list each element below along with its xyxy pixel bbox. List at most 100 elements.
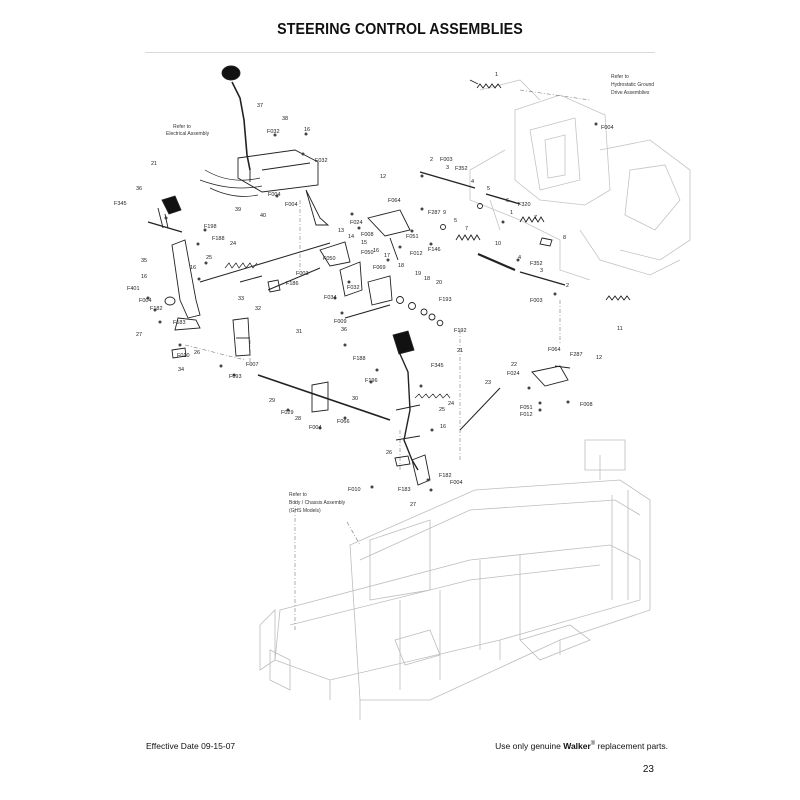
callout-F192: F192 bbox=[454, 328, 467, 334]
callout-F183b: F183 bbox=[398, 487, 411, 493]
page-title: STEERING CONTROL ASSEMBLIES bbox=[277, 21, 523, 38]
callout-F032c: F032 bbox=[347, 285, 360, 291]
callout-F032a: F032 bbox=[267, 129, 280, 135]
callout-2a: 2 bbox=[430, 157, 433, 163]
callout-F064b: F064 bbox=[548, 347, 561, 353]
page-number: 23 bbox=[642, 764, 654, 775]
callout-1: 1 bbox=[495, 72, 498, 78]
callout-F004b: F004 bbox=[285, 202, 298, 208]
callout-20: 20 bbox=[436, 280, 442, 286]
callout-F029: F029 bbox=[281, 410, 294, 416]
callout-10: 10 bbox=[495, 241, 501, 247]
callout-F287a: F287 bbox=[428, 210, 441, 216]
callout-1b: 1 bbox=[510, 210, 513, 216]
callout-15: 15 bbox=[361, 240, 367, 246]
callout-F032b: F032 bbox=[315, 158, 328, 164]
callout-21a: 21 bbox=[151, 161, 157, 167]
callout-F004-hydro: F004 bbox=[601, 125, 614, 131]
callout-3a: 3 bbox=[446, 165, 449, 171]
callout-35: 35 bbox=[141, 258, 147, 264]
callout-F012a: F012 bbox=[410, 251, 423, 257]
callout-13: 13 bbox=[338, 228, 344, 234]
callout-14: 14 bbox=[348, 234, 354, 240]
callout-25b: 25 bbox=[439, 407, 445, 413]
brand-name: Walker bbox=[563, 741, 591, 751]
chassis-frame bbox=[259, 439, 651, 720]
callout-F352a: F352 bbox=[455, 166, 468, 172]
effective-date: Effective Date 09-15-07 bbox=[146, 741, 236, 751]
callout-F024b: F024 bbox=[507, 371, 520, 377]
callout-18b: 18 bbox=[424, 276, 430, 282]
callout-16d: 16 bbox=[373, 248, 379, 254]
callout-F198: F198 bbox=[204, 224, 217, 230]
callout-19: 19 bbox=[415, 271, 421, 277]
callout-24b: 24 bbox=[448, 401, 454, 407]
callout-17: 17 bbox=[384, 253, 390, 259]
callout-28: 28 bbox=[295, 416, 301, 422]
callout-40: 40 bbox=[260, 213, 266, 219]
callout-7a: 7 bbox=[465, 226, 468, 232]
callout-F188a: F188 bbox=[212, 236, 225, 242]
callout-F069: F069 bbox=[373, 265, 386, 271]
callout-25a: 25 bbox=[206, 255, 212, 261]
callout-F004c: F004 bbox=[139, 298, 152, 304]
callout-F188b: F188 bbox=[353, 356, 366, 362]
callout-16b: 16 bbox=[190, 265, 196, 271]
callout-31: 31 bbox=[296, 329, 302, 335]
callout-F093: F093 bbox=[229, 374, 242, 380]
note-chassis-line2: Body / Chassis Assembly bbox=[289, 500, 346, 506]
hydrostatic-drive-outline bbox=[469, 79, 691, 281]
note-hydrostatic-line1: Refer to bbox=[611, 74, 629, 80]
callout-7b: 7 bbox=[534, 215, 537, 221]
note-hydrostatic-line3: Drive Assemblies bbox=[611, 90, 650, 96]
callout-36a: 36 bbox=[136, 186, 142, 192]
callout-16c: 16 bbox=[141, 274, 147, 280]
callout-F051a: F051 bbox=[406, 234, 419, 240]
callout-F352b: F352 bbox=[530, 261, 543, 267]
callout-F003a: F003 bbox=[296, 271, 309, 277]
note-chassis-line3: (GHS Models) bbox=[289, 508, 321, 514]
callout-3b: 3 bbox=[540, 268, 543, 274]
callout-24a: 24 bbox=[230, 241, 236, 247]
tagline-suffix: replacement parts. bbox=[597, 741, 668, 751]
callout-F186: F186 bbox=[286, 281, 299, 287]
callout-2b: 2 bbox=[566, 283, 569, 289]
callout-F066: F066 bbox=[337, 419, 350, 425]
callout-12b: 12 bbox=[596, 355, 602, 361]
callout-F008a: F008 bbox=[361, 232, 374, 238]
callout-F003c: F003 bbox=[530, 298, 543, 304]
reference-notes: Refer to Electrical Assembly Refer to Hy… bbox=[166, 74, 654, 514]
note-electrical-line2: Electrical Assembly bbox=[166, 131, 210, 137]
callout-34: 34 bbox=[178, 367, 184, 373]
callout-26a: 26 bbox=[194, 350, 200, 356]
note-electrical-line1: Refer to bbox=[173, 124, 191, 130]
callout-8: 8 bbox=[563, 235, 566, 241]
hardware-fasteners bbox=[146, 122, 598, 492]
callout-F050: F050 bbox=[361, 250, 374, 256]
callout-F182a: F182 bbox=[150, 306, 163, 312]
callout-F183a: F183 bbox=[173, 320, 186, 326]
note-chassis-line1: Refer to bbox=[289, 492, 307, 498]
callout-37: 37 bbox=[257, 103, 263, 109]
callout-9: 9 bbox=[443, 210, 446, 216]
callout-F004e: F004 bbox=[450, 480, 463, 486]
callout-32: 32 bbox=[255, 306, 261, 312]
callout-F034: F034 bbox=[324, 295, 337, 301]
callout-5b: 5 bbox=[454, 218, 457, 224]
callout-30: 30 bbox=[352, 396, 358, 402]
callout-21b: 21 bbox=[457, 348, 463, 354]
callout-F345a: F345 bbox=[114, 201, 127, 207]
callout-29: 29 bbox=[269, 398, 275, 404]
lever-knob-37 bbox=[221, 65, 241, 81]
callout-38: 38 bbox=[282, 116, 288, 122]
note-hydrostatic-line2: Hydrostatic Ground bbox=[611, 82, 654, 88]
callout-F012b: F012 bbox=[520, 412, 533, 418]
dashed-leaders bbox=[184, 89, 591, 630]
callout-F064a: F064 bbox=[388, 198, 401, 204]
callout-27a: 27 bbox=[136, 332, 142, 338]
callout-22: 22 bbox=[511, 362, 517, 368]
callout-16e: 16 bbox=[440, 424, 446, 430]
callout-6: 6 bbox=[506, 198, 509, 204]
callout-F004a: F004 bbox=[268, 192, 281, 198]
callout-4a: 4 bbox=[471, 179, 474, 185]
